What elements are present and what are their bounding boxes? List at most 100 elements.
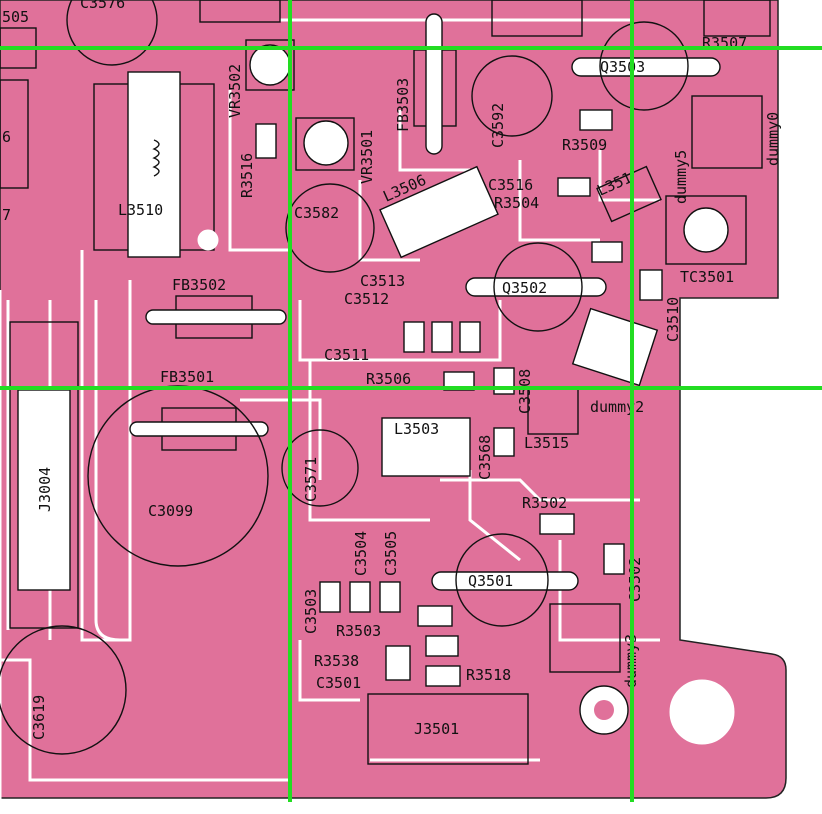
- component-r3538: [385, 645, 411, 681]
- component-c3571: [281, 429, 359, 507]
- label-c3502: C3502: [626, 557, 644, 602]
- component-l3514: [596, 165, 662, 223]
- component-outline-top-right: [703, 0, 771, 37]
- component-r3518: [425, 665, 461, 687]
- component-l3503: [381, 417, 471, 477]
- component-q3503: [599, 21, 689, 111]
- label-r3506: R3506: [366, 370, 411, 388]
- label-c3508: C3508: [516, 369, 534, 414]
- vr3501-knob: [303, 120, 349, 166]
- tc3501-trimmer: [683, 207, 729, 253]
- component-vr3502: [245, 39, 295, 91]
- label-l3503: L3503: [394, 420, 439, 438]
- label-left-7: 7: [2, 206, 11, 224]
- label-c3571: C3571: [302, 457, 320, 502]
- label-c3505: C3505: [382, 531, 400, 576]
- screw-pad-center: [594, 700, 614, 720]
- component-c3510: [639, 269, 663, 301]
- component-r3504: [591, 241, 623, 263]
- component-c3619: [0, 625, 127, 755]
- component-dummy2: [571, 307, 659, 387]
- component-dummy3: [549, 603, 621, 673]
- label-c3619: C3619: [30, 695, 48, 740]
- label-r3518: R3518: [466, 666, 511, 684]
- label-r3538: R3538: [314, 652, 359, 670]
- component-c3511: [403, 321, 425, 353]
- component-q3502: [493, 242, 583, 332]
- copper-traces: [0, 18, 660, 800]
- component-c3503: [319, 581, 341, 613]
- component-r3509: [579, 109, 613, 131]
- component-outline-top: [199, 0, 281, 23]
- label-c3516: C3516: [488, 176, 533, 194]
- component-outline-top-mid: [491, 0, 583, 37]
- label-r3503: R3503: [336, 622, 381, 640]
- fb3501-bead: [129, 421, 269, 437]
- component-c3505: [379, 581, 401, 613]
- label-c3505-fragment: 505: [2, 8, 29, 26]
- component-tc3501: [665, 195, 747, 265]
- component-c3513: [431, 321, 453, 353]
- label-fb3502: FB3502: [172, 276, 226, 294]
- vr3502-knob: [249, 44, 291, 86]
- component-c3502: [603, 543, 625, 575]
- label-c3582: C3582: [294, 204, 339, 222]
- label-j3501: J3501: [414, 720, 459, 738]
- label-c3592: C3592: [489, 103, 507, 148]
- component-dummy0: [691, 95, 763, 169]
- label-c3504: C3504: [352, 531, 370, 576]
- label-c3513: C3513: [360, 272, 405, 290]
- pad: [197, 229, 219, 251]
- label-fb3503: FB3503: [394, 78, 412, 132]
- label-left-6: 6: [2, 128, 11, 146]
- j3004-pin-field: [17, 389, 71, 591]
- label-r3516: R3516: [238, 153, 256, 198]
- component-l3506: [379, 165, 499, 259]
- label-q3501: Q3501: [468, 572, 513, 590]
- label-r3504: R3504: [494, 194, 539, 212]
- label-j3004: J3004: [36, 467, 54, 512]
- mounting-hole: [669, 679, 735, 745]
- label-c3576: C3576: [80, 0, 125, 12]
- label-tc3501: TC3501: [680, 268, 734, 286]
- label-l3510: L3510: [118, 201, 163, 219]
- component-c3568: [493, 427, 515, 457]
- component-c3592: [471, 55, 553, 137]
- label-q3503: Q3503: [600, 58, 645, 76]
- component-vr3501: [295, 117, 355, 171]
- label-c3501: C3501: [316, 674, 361, 692]
- component-c3516: [557, 177, 591, 197]
- label-r3509: R3509: [562, 136, 607, 154]
- label-l3515: L3515: [524, 434, 569, 452]
- label-dummy2: dummy2: [590, 398, 644, 416]
- label-c3511: C3511: [324, 346, 369, 364]
- fb3502-bead: [145, 309, 287, 325]
- label-c3503: C3503: [302, 589, 320, 634]
- component-c3582: [285, 183, 375, 273]
- component-r3503: [417, 605, 453, 627]
- component-r3516: [255, 123, 277, 159]
- label-vr3501: VR3501: [358, 130, 376, 184]
- component-l3510-core: [127, 71, 181, 258]
- label-c3512: C3512: [344, 290, 389, 308]
- label-vr3502: VR3502: [226, 64, 244, 118]
- component-outline-left: [0, 79, 29, 189]
- label-q3502: Q3502: [502, 279, 547, 297]
- l3510-coil-symbol: [152, 139, 160, 177]
- component-q3501: [455, 533, 549, 627]
- label-c3510: C3510: [664, 297, 682, 342]
- label-r3502: R3502: [522, 494, 567, 512]
- q3503-tab: [571, 57, 721, 77]
- q3501-tab: [431, 571, 579, 591]
- component-c3576-outline: [66, 0, 158, 66]
- component-r3502: [539, 513, 575, 535]
- component-j3501: [367, 693, 529, 765]
- pcb-board: [0, 0, 787, 799]
- label-dummy0: dummy0: [764, 112, 782, 166]
- component-c3508: [493, 367, 515, 395]
- label-c3568: C3568: [476, 435, 494, 480]
- component-c3504: [349, 581, 371, 613]
- label-dummy5: dummy5: [672, 150, 690, 204]
